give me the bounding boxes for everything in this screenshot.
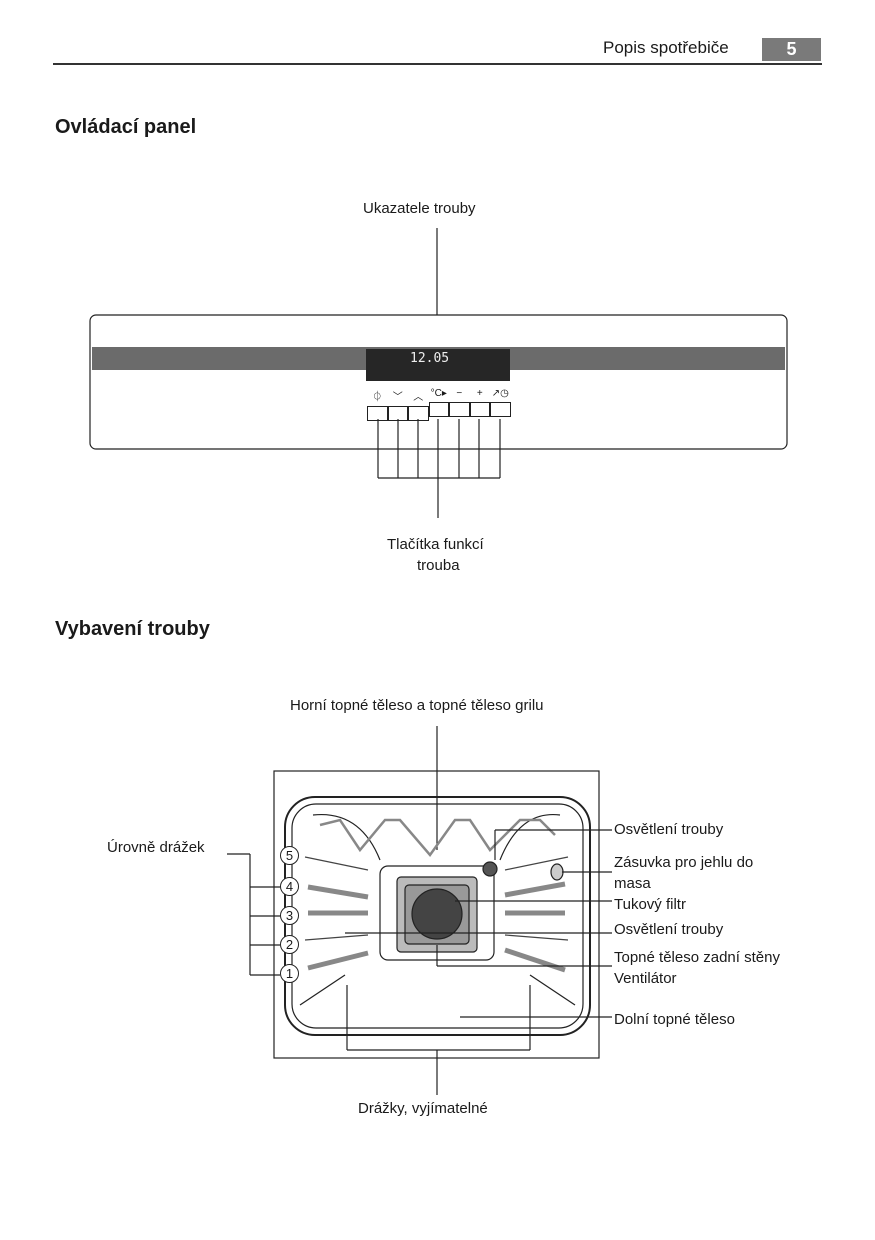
button-key[interactable]: [449, 402, 470, 417]
function-button--C[interactable]: °C▸: [428, 388, 449, 417]
meat-probe-socket-label-2: masa: [614, 875, 651, 892]
levels-label: Úrovně drážek: [107, 839, 205, 856]
function-button-on-off[interactable]: ⏀: [367, 388, 388, 421]
grease-filter-label: Tukový filtr: [614, 896, 686, 913]
shelf-level-3: 3: [280, 906, 299, 925]
shelf-level-2: 2: [280, 935, 299, 954]
shelf-level-1: 1: [280, 964, 299, 983]
function-button--[interactable]: +: [469, 388, 490, 417]
display-label: Ukazatele trouby: [363, 200, 476, 217]
header-section-title: Popis spotřebiče: [603, 38, 729, 57]
header-rule: [53, 63, 822, 65]
shelf-level-5: 5: [280, 846, 299, 865]
button-key[interactable]: [428, 402, 449, 417]
function-button-up[interactable]: ︿: [408, 388, 429, 421]
button-symbol-icon: ⏀: [372, 392, 383, 403]
button-symbol-icon: ↗◷: [491, 388, 509, 399]
rear-heating-label: Topné těleso zadní stěny: [614, 949, 780, 966]
meat-probe-socket-label: Zásuvka pro jehlu do: [614, 854, 754, 871]
buttons-label-line2: trouba: [417, 557, 460, 574]
fan-label: Ventilátor: [614, 970, 677, 987]
heading-control-panel: Ovládací panel: [55, 116, 197, 138]
button-symbol-icon: −: [456, 388, 463, 399]
function-button-clock[interactable]: ↗◷: [490, 388, 511, 417]
bottom-heating-label: Dolní topné těleso: [614, 1011, 735, 1028]
button-symbol-icon: ︿: [413, 392, 424, 403]
shelf-supports-label: Drážky, vyjímatelné: [358, 1100, 488, 1117]
oven-light-label: Osvětlení trouby: [614, 821, 724, 838]
button-key[interactable]: [367, 406, 388, 421]
top-heating-label: Horní topné těleso a topné těleso grilu: [290, 697, 544, 714]
button-symbol-icon: ﹀: [392, 392, 403, 403]
page-number: 5: [762, 38, 821, 61]
heading-oven-equipment: Vybavení trouby: [55, 618, 210, 640]
button-key[interactable]: [490, 402, 511, 417]
button-key[interactable]: [408, 406, 429, 421]
oven-light-label-2: Osvětlení trouby: [614, 921, 724, 938]
button-key[interactable]: [469, 402, 490, 417]
function-button-down[interactable]: ﹀: [387, 388, 408, 421]
display-readout: 12.05: [410, 351, 450, 366]
button-symbol-icon: +: [476, 388, 483, 399]
shelf-level-4: 4: [280, 877, 299, 896]
control-panel-diagram: [89, 228, 788, 518]
button-key[interactable]: [387, 406, 408, 421]
buttons-label-line1: Tlačítka funkcí: [387, 536, 484, 553]
oven-diagram: [227, 726, 612, 1095]
button-symbol-icon: °C▸: [430, 388, 447, 399]
function-button--[interactable]: −: [449, 388, 470, 417]
